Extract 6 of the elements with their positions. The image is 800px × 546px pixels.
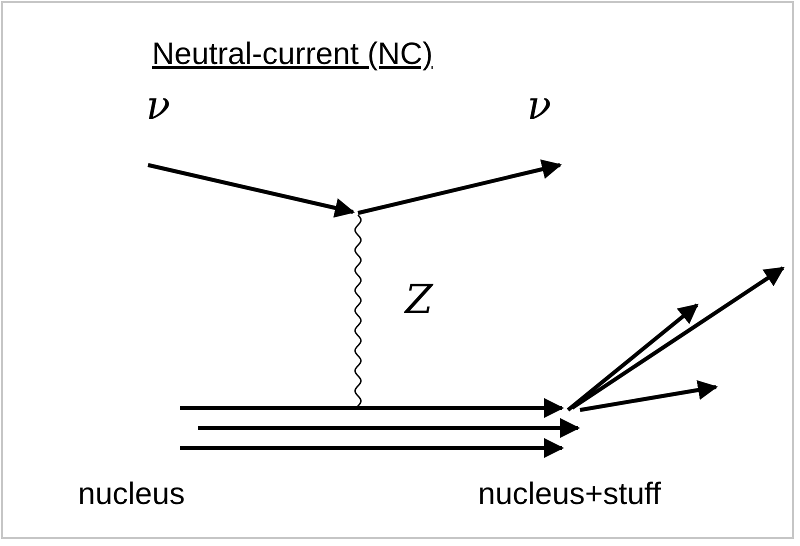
particle-label: ν — [527, 86, 552, 126]
part-label: nucleus — [78, 478, 185, 509]
part-label: nucleus+stuff — [478, 478, 661, 509]
particle-label: ν — [146, 86, 170, 126]
boson-label: Z — [405, 280, 433, 320]
diagram-title: Neutral-current (NC) — [152, 38, 433, 69]
